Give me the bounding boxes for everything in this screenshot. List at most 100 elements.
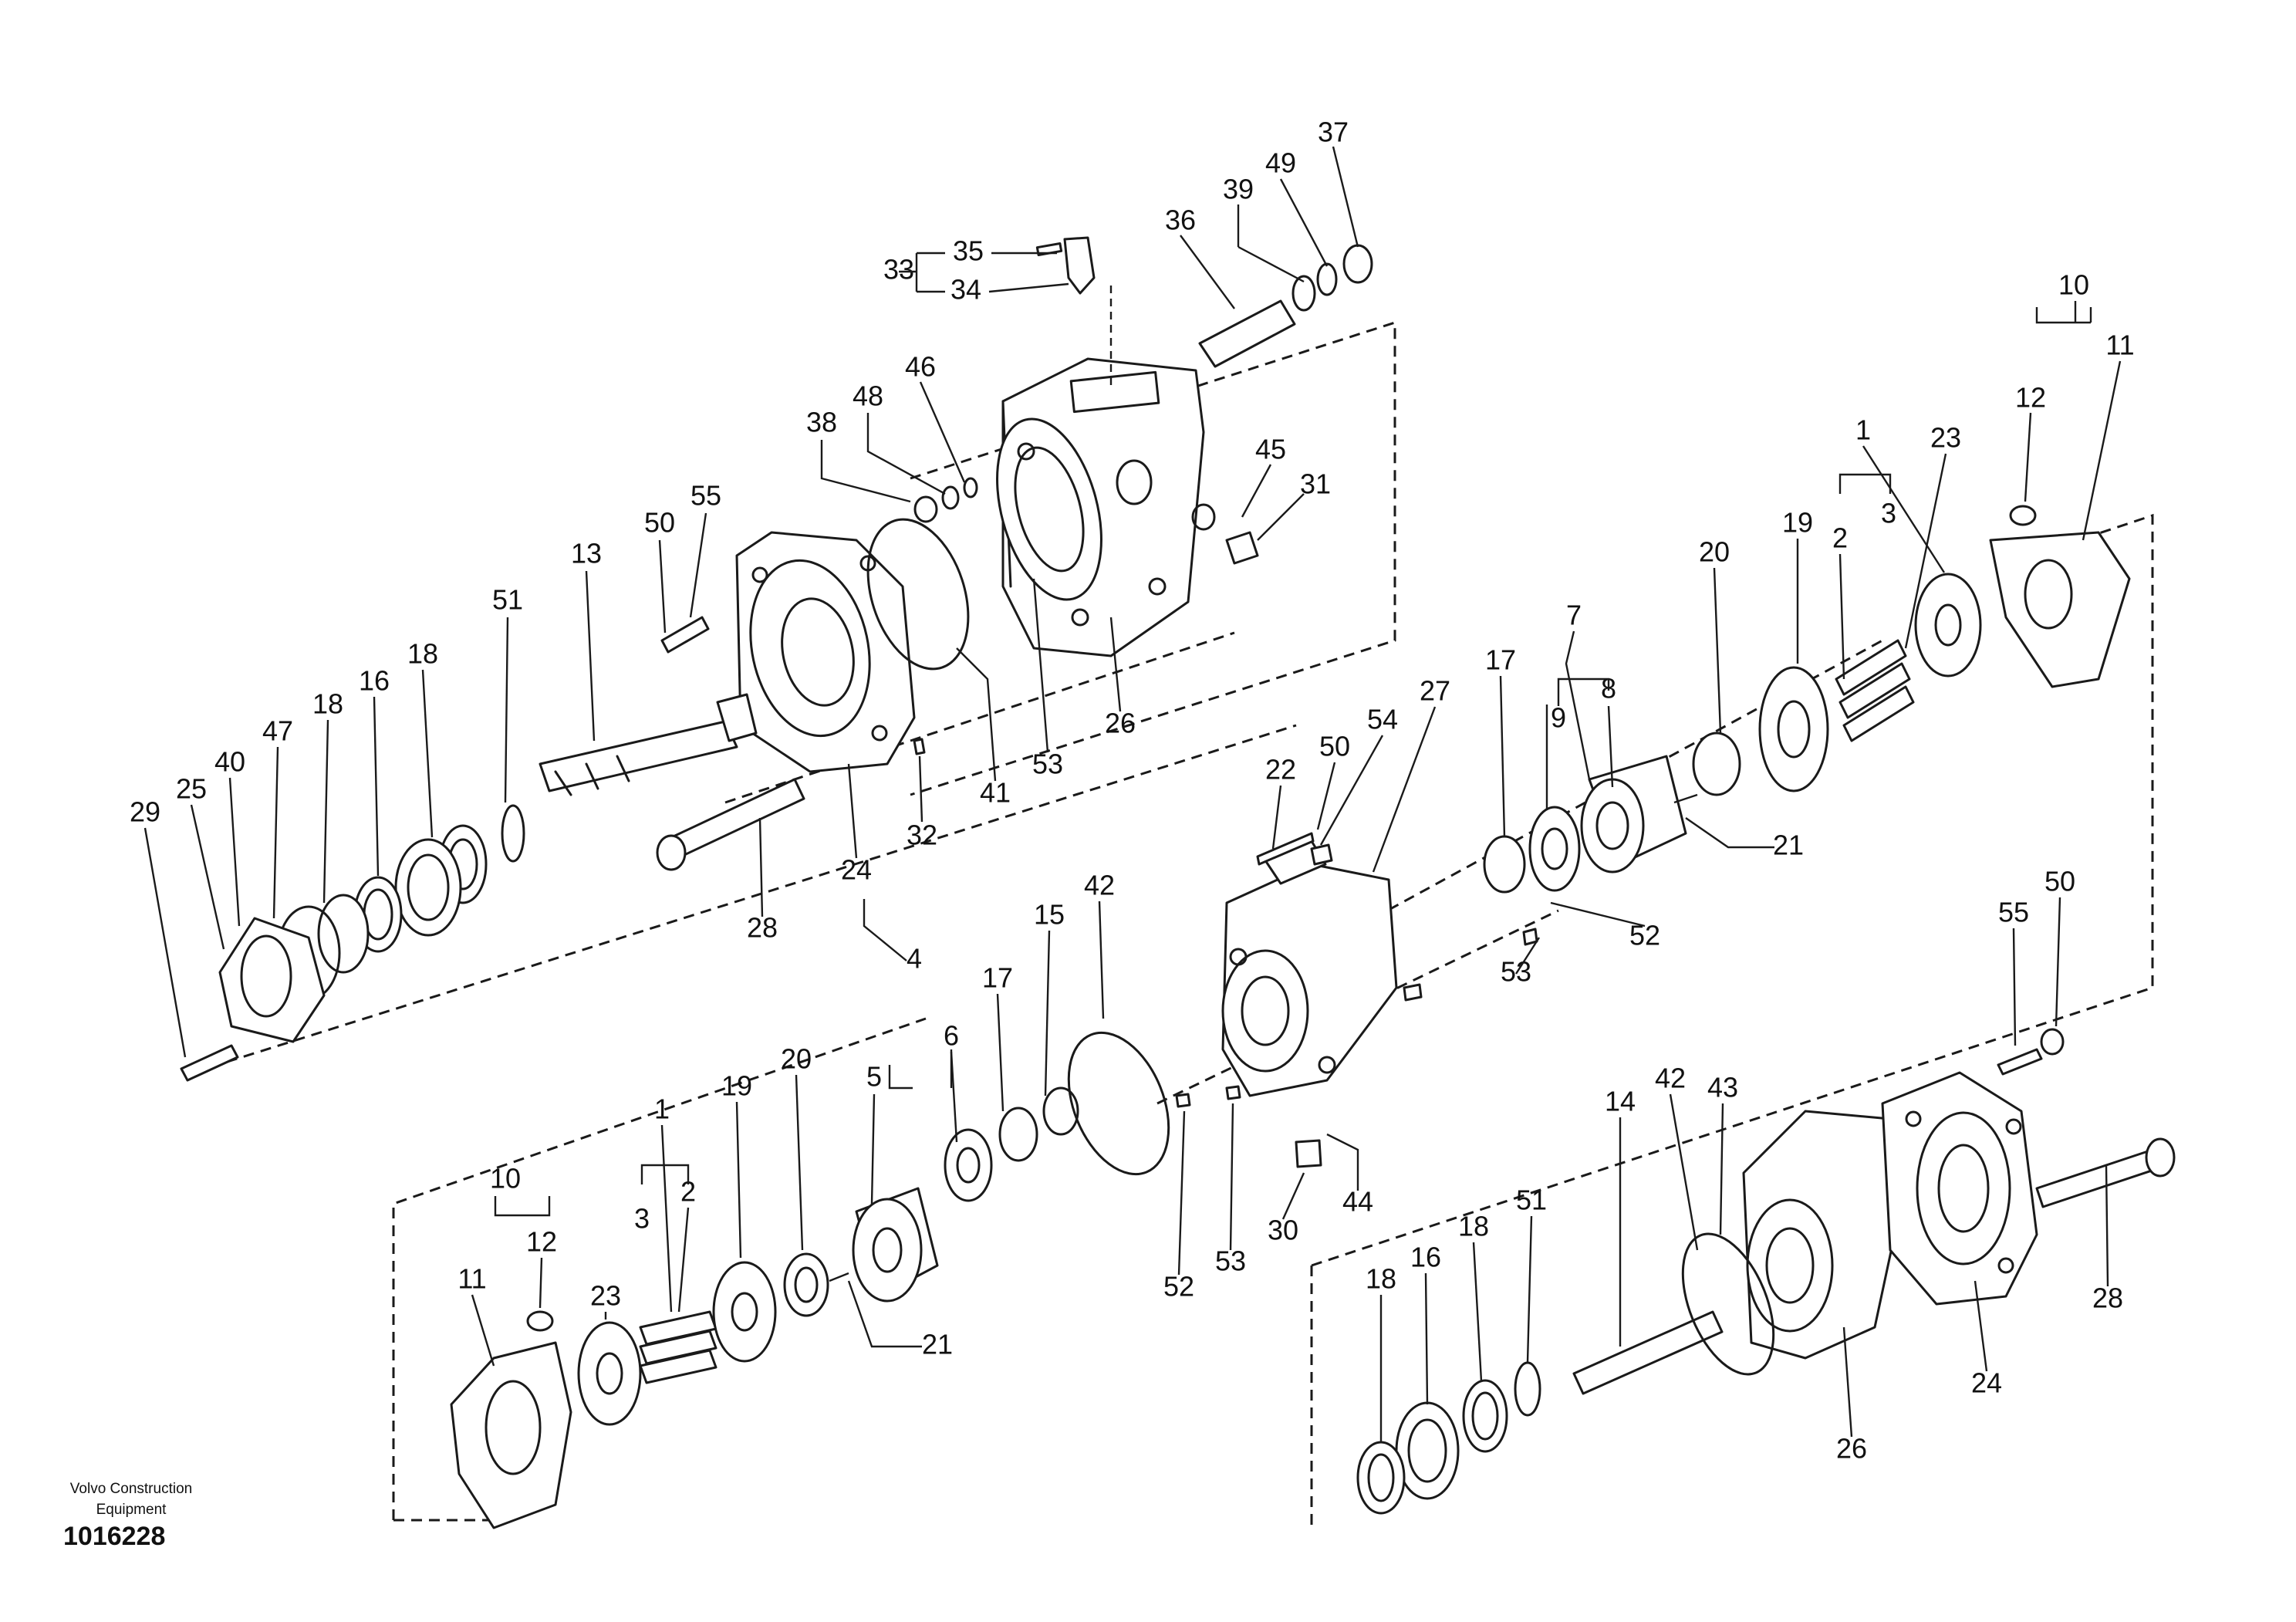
bearing-parts-upper — [180, 804, 525, 1082]
o-ring-41 — [866, 518, 970, 671]
callout-label: 41 — [980, 777, 1011, 809]
callout-label: 28 — [747, 912, 778, 944]
callout-label: 9 — [1551, 702, 1566, 734]
callout-label: 12 — [526, 1226, 557, 1258]
pump-casing-26-upper — [996, 286, 1205, 657]
callout-label: 16 — [359, 665, 390, 697]
callout-label: 17 — [1485, 644, 1516, 676]
callout-label: 23 — [590, 1280, 621, 1312]
callout-label: 50 — [644, 507, 675, 539]
callout-label: 21 — [922, 1329, 953, 1360]
callout-label: 5 — [866, 1061, 882, 1093]
callout-label: 30 — [1268, 1215, 1298, 1246]
callout-label: 35 — [953, 235, 984, 267]
callout-label: 18 — [1366, 1263, 1396, 1295]
callout-label: 10 — [490, 1163, 521, 1195]
leader-lines — [144, 146, 2122, 1443]
callout-label: 51 — [1516, 1184, 1547, 1216]
bearing-parts-lower — [1356, 1361, 1541, 1515]
callout-label: 45 — [1255, 434, 1286, 465]
callout-label: 27 — [1420, 675, 1450, 707]
callout-label: 24 — [841, 854, 872, 886]
callout-labels: 33 35 34 36 39 49 37 48 46 38 45 31 50 5… — [130, 117, 2135, 1465]
rotating-group-lower — [450, 928, 1538, 1529]
callout-label: 55 — [690, 480, 721, 512]
drawing-number: 1016228 — [63, 1522, 166, 1551]
callout-label: 52 — [1629, 920, 1660, 951]
pump-casing-26-lower — [1742, 1071, 2038, 1360]
callout-label: 10 — [2058, 269, 2089, 301]
callout-label: 34 — [950, 274, 981, 306]
callout-label: 53 — [1501, 956, 1531, 988]
callout-label: 46 — [905, 351, 936, 383]
callout-label: 18 — [407, 638, 438, 670]
callout-label: 39 — [1223, 174, 1254, 205]
rotating-group-upper — [1483, 505, 2131, 894]
company-name-line1: Volvo Construction — [69, 1481, 193, 1497]
callout-label: 4 — [907, 943, 922, 975]
callout-label: 2 — [680, 1176, 696, 1208]
callout-label: 1 — [654, 1093, 670, 1125]
callout-label: 16 — [1410, 1242, 1441, 1273]
callout-label: 55 — [1998, 897, 2029, 928]
callout-label: 3 — [1881, 498, 1896, 529]
callout-label: 2 — [1832, 522, 1848, 554]
callout-label: 22 — [1265, 754, 1296, 786]
callout-label: 26 — [1105, 708, 1136, 739]
callout-label: 53 — [1215, 1245, 1246, 1277]
callout-label: 51 — [492, 584, 523, 616]
callout-label: 13 — [571, 538, 602, 569]
company-name-line2: Equipment — [96, 1502, 167, 1518]
callout-label: 40 — [214, 746, 245, 778]
callout-label: 20 — [1699, 536, 1730, 568]
callout-label: 33 — [883, 254, 914, 286]
callout-label: 42 — [1655, 1063, 1686, 1094]
callout-label: 29 — [130, 796, 160, 828]
callout-label: 21 — [1773, 830, 1804, 861]
callout-label: 18 — [312, 688, 343, 720]
callout-label: 17 — [982, 962, 1013, 994]
callout-label: 15 — [1034, 899, 1065, 931]
callout-label: 18 — [1458, 1211, 1489, 1242]
callout-label: 26 — [1836, 1433, 1867, 1465]
callout-label: 53 — [1032, 748, 1063, 780]
callout-label: 19 — [721, 1070, 752, 1102]
callout-label: 44 — [1342, 1186, 1373, 1218]
cover-24-upper — [735, 531, 916, 773]
valve-block-27 — [1221, 832, 1398, 1168]
callout-label: 50 — [1319, 731, 1350, 762]
shaft-13 — [539, 693, 758, 796]
callout-label: 37 — [1318, 117, 1349, 148]
callout-label: 48 — [853, 380, 883, 412]
callout-label: 20 — [781, 1043, 812, 1075]
callout-label: 52 — [1163, 1271, 1194, 1303]
callout-label: 23 — [1930, 422, 1961, 454]
callout-label: 36 — [1165, 204, 1196, 236]
callout-label: 11 — [458, 1263, 486, 1295]
callout-label: 54 — [1367, 704, 1398, 735]
callout-label: 1 — [1855, 414, 1871, 446]
callout-label: 25 — [176, 773, 207, 805]
callout-label: 11 — [2105, 329, 2134, 361]
callout-label: 6 — [944, 1020, 959, 1052]
callout-label: 14 — [1605, 1086, 1636, 1117]
callout-label: 28 — [2092, 1282, 2123, 1314]
callout-label: 38 — [806, 407, 837, 438]
shaft-14 — [1572, 1028, 2176, 1395]
callout-label: 50 — [2044, 866, 2075, 897]
callout-label: 19 — [1782, 507, 1813, 539]
callout-label: 47 — [262, 715, 293, 747]
callout-label: 7 — [1566, 600, 1582, 631]
bolt-28-upper — [656, 778, 805, 871]
callout-label: 32 — [907, 819, 937, 851]
callout-label: 24 — [1971, 1367, 2002, 1399]
callout-label: 12 — [2015, 382, 2046, 414]
callout-label: 49 — [1265, 147, 1296, 179]
callout-label: 3 — [634, 1203, 650, 1235]
top-fittings-33-37 — [660, 236, 1373, 755]
callout-label: 43 — [1707, 1072, 1738, 1103]
callout-label: 31 — [1300, 468, 1331, 500]
callout-label: 42 — [1084, 870, 1115, 901]
